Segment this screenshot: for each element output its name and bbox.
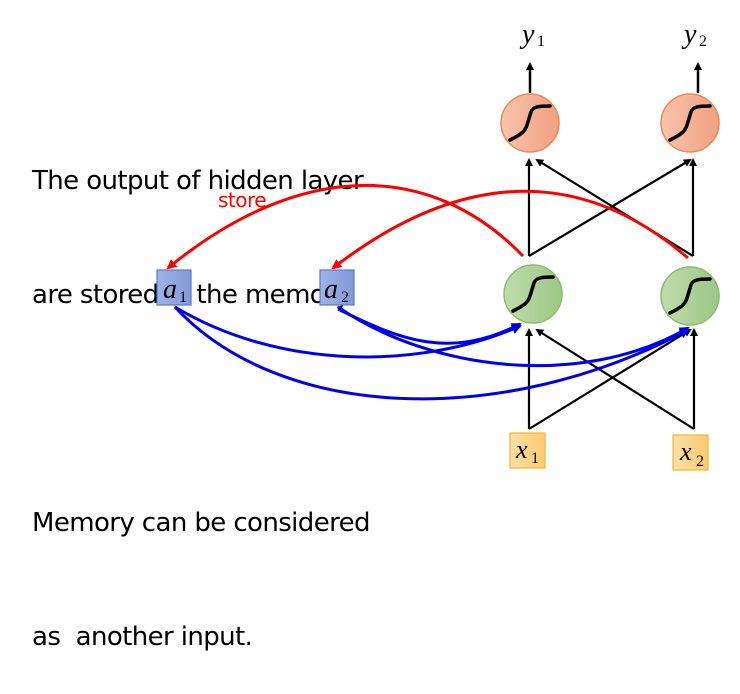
input-x2: x 2: [672, 434, 709, 471]
sigmoid-icon: [668, 277, 712, 315]
output-neuron-2: [660, 93, 720, 153]
memory-arrow-a1-to-h1: [174, 305, 522, 359]
top-caption: The output of hidden layer are stored in…: [32, 86, 364, 352]
output-sub-y2: 2: [699, 33, 707, 50]
memory-arrow-a2-to-h2: [337, 305, 690, 368]
output-var-y1: y: [519, 19, 535, 50]
sigmoid-icon: [511, 275, 555, 313]
output-var-y2: y: [681, 19, 697, 50]
hidden-neuron-1: [503, 264, 563, 324]
rnn-diagram: a 1 a 2 x 1 x 2 y 1 y 2: [156, 19, 720, 471]
input-x1: x 1: [509, 432, 546, 469]
memory-cell-a2: a 2: [319, 269, 355, 306]
memory-var-a1: a: [163, 274, 177, 305]
input-var-x2: x: [679, 437, 692, 466]
memory-var-a2: a: [324, 274, 338, 305]
sigmoid-icon: [668, 104, 712, 142]
conn-x1-h2: [528, 328, 692, 430]
input-sub-x1: 1: [531, 450, 539, 467]
sigmoid-icon: [508, 104, 552, 142]
store-arrow-h2-to-a2: [331, 189, 689, 270]
input-sub-x2: 2: [696, 453, 704, 470]
memory-sub-a1: 1: [179, 289, 187, 306]
memory-sub-a2: 2: [341, 289, 349, 306]
input-var-x1: x: [515, 435, 528, 464]
output-label-y1: y 1: [519, 19, 545, 50]
store-label: store: [218, 188, 267, 212]
memory-arrow-a1-to-h2: [173, 305, 690, 401]
memory-cell-a1: a 1: [156, 269, 192, 306]
bottom-caption-line-2: as another input.: [32, 622, 253, 652]
hidden-neuron-2: [660, 266, 720, 326]
output-neuron-1: [500, 93, 560, 153]
store-arrow-h1-to-a1: [166, 183, 525, 270]
output-sub-y1: 1: [537, 33, 545, 50]
conn-x2-h1: [535, 328, 695, 430]
output-label-y2: y 2: [681, 19, 707, 50]
